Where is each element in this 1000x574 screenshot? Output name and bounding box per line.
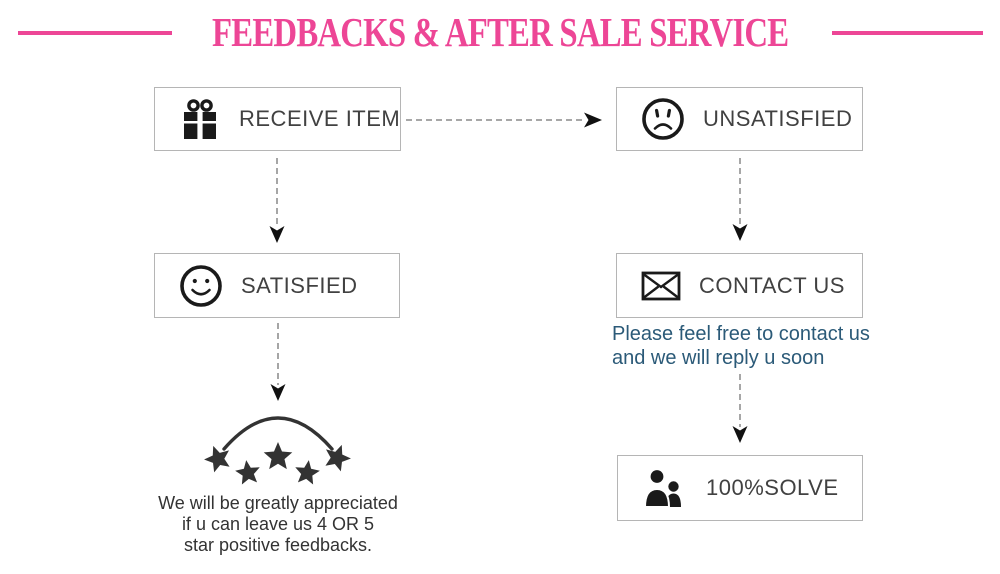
satisfied-box: SATISFIED [154, 253, 400, 318]
feedback-note-line2: if u can leave us 4 OR 5 [181, 514, 375, 534]
star-icon [320, 440, 355, 474]
solve-label: 100%SOLVE [706, 475, 839, 500]
smiley-face-icon [180, 264, 222, 307]
solve-box: 100%SOLVE [617, 455, 863, 521]
receive-item-box: RECEIVE ITEM [154, 87, 401, 151]
receive-item-label: RECEIVE ITEM [239, 106, 401, 131]
stars-arc [222, 416, 334, 451]
sad-face-icon [642, 98, 684, 140]
star-icon [263, 442, 293, 470]
contact-note-line2: and we will reply u soon [612, 347, 825, 369]
unsatisfied-label: UNSATISFIED [703, 106, 853, 131]
title-rule-left [18, 31, 172, 35]
star-icon [200, 441, 235, 475]
arrow-contact-to-solve [732, 374, 748, 443]
rating-stars [200, 440, 355, 486]
envelope-icon [641, 271, 681, 300]
feedback-note: We will be greatly appreciated if u can … [130, 493, 426, 556]
star-icon [233, 458, 262, 486]
arrow-receive-to-unsatisfied [406, 112, 602, 128]
title-rule-right [832, 31, 983, 35]
unsatisfied-box: UNSATISFIED [616, 87, 863, 151]
satisfied-label: SATISFIED [241, 272, 358, 298]
feedback-note-line1: We will be greatly appreciated [158, 493, 398, 513]
arrow-satisfied-to-stars [270, 323, 286, 401]
page-title: FEEDBACKS & AFTER SALE SERVICE [0, 8, 1000, 56]
feedback-note-line3: star positive feedbacks. [183, 535, 373, 555]
contact-us-label: CONTACT US [699, 272, 845, 298]
contact-note-line1: Please feel free to contact us [612, 323, 870, 345]
contact-us-box: CONTACT US [616, 253, 863, 318]
arrow-unsatisfied-to-contact [732, 158, 748, 241]
gift-icon [184, 99, 216, 139]
contact-note: Please feel free to contact us and we wi… [612, 322, 870, 370]
page-title-text: FEEDBACKS & AFTER SALE SERVICE [211, 9, 789, 55]
people-icon [643, 468, 681, 508]
arrow-receive-to-satisfied [269, 158, 285, 243]
star-icon [293, 458, 322, 486]
